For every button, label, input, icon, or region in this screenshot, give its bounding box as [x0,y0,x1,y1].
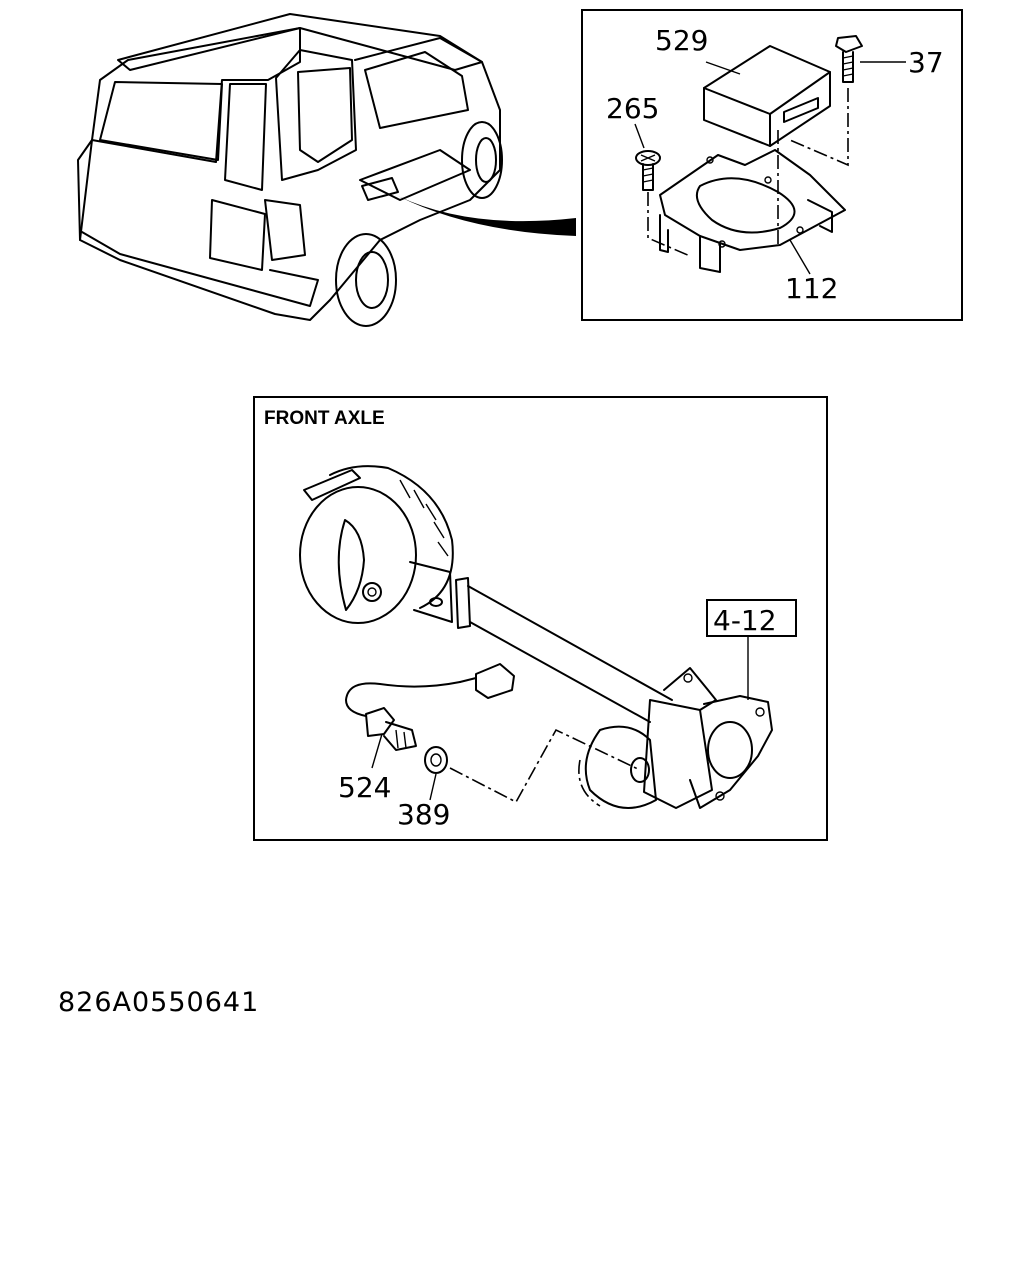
callout-bracket: 112 [785,272,838,305]
callout-screw: 265 [606,92,659,125]
control-unit-inset: 529 37 265 112 [581,9,963,321]
bolt-part [835,35,863,83]
control-unit-part [703,45,831,147]
actuator-housing [578,667,773,809]
reference-box: 4-12 [706,599,797,700]
front-axle-panel: FRONT AXLE [253,396,828,841]
sensor-switch-part [345,663,515,751]
screw-part [635,150,661,191]
washer-part [424,746,448,774]
callout-washer: 389 [397,798,450,831]
differential-housing [299,465,454,624]
bracket-part [659,149,846,273]
vehicle-illustration [77,13,576,327]
axle-tube [429,577,673,723]
panel-title: FRONT AXLE [264,408,385,429]
callout-control-unit: 529 [655,24,708,57]
drawing-code: 826A0550641 [58,987,259,1018]
callout-sensor-switch: 524 [338,771,391,804]
reference-label: 4-12 [713,604,777,637]
callout-bolt: 37 [908,46,944,79]
